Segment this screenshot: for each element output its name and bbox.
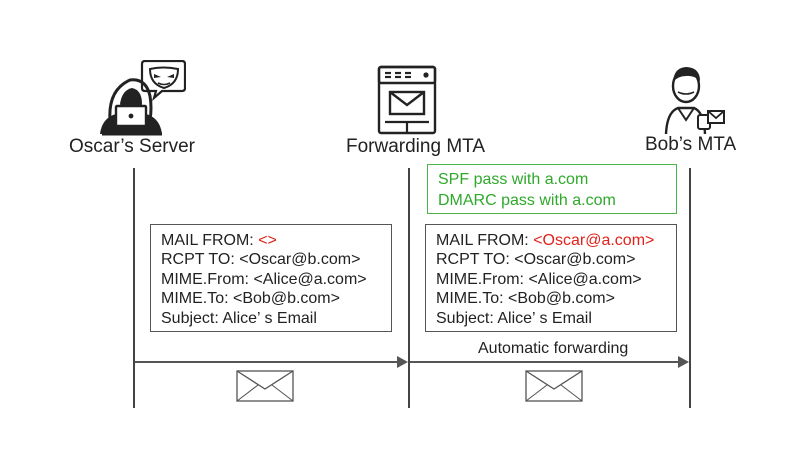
- send-arrow-head: [397, 356, 408, 368]
- oscar-lifeline: [133, 168, 135, 408]
- rcpt-to-row: RCPT TO: <Oscar@b.com>: [161, 251, 361, 269]
- original-email-headers: MAIL FROM: <> RCPT TO: <Oscar@b.com> MIM…: [150, 224, 392, 332]
- envelope-icon: [525, 370, 583, 402]
- mail-server-icon: [377, 65, 437, 135]
- oscar-server-label: Oscar’s Server: [69, 136, 195, 157]
- mail-from-value: <Oscar@a.com>: [533, 232, 655, 249]
- forward-arrow-line: [410, 361, 678, 363]
- mail-from-value: <>: [258, 232, 277, 249]
- forwarder-lifeline: [408, 168, 410, 408]
- mime-from-row: MIME.From: <Alice@a.com>: [161, 270, 367, 288]
- subject-row: Subject: Alice’ s Email: [161, 309, 317, 327]
- rcpt-to-row: RCPT TO: <Oscar@b.com>: [436, 251, 636, 269]
- authentication-status-box: SPF pass with a.com DMARC pass with a.co…: [427, 164, 677, 214]
- envelope-icon: [236, 370, 294, 402]
- mime-to-row: MIME.To: <Bob@b.com>: [161, 290, 340, 308]
- bob-mta-label: Bob’s MTA: [645, 134, 737, 155]
- forward-arrow-head: [678, 356, 689, 368]
- mail-from-label: MAIL FROM:: [161, 232, 259, 249]
- automatic-forwarding-label: Automatic forwarding: [478, 340, 629, 357]
- send-arrow-line: [135, 361, 397, 363]
- mime-from-row: MIME.From: <Alice@a.com>: [436, 270, 642, 288]
- mail-from-row: MAIL FROM: <>: [161, 231, 381, 250]
- user-with-mail-icon: [664, 67, 725, 135]
- dmarc-status: DMARC pass with a.com: [438, 192, 616, 209]
- spf-status: SPF pass with a.com: [438, 171, 589, 188]
- hacker-icon: [100, 60, 186, 136]
- forwarded-email-headers: MAIL FROM: <Oscar@a.com> RCPT TO: <Oscar…: [425, 224, 677, 332]
- mail-from-row: MAIL FROM: <Oscar@a.com>: [436, 231, 666, 250]
- mail-from-label: MAIL FROM:: [436, 232, 534, 249]
- subject-row: Subject: Alice’ s Email: [436, 309, 592, 327]
- mime-to-row: MIME.To: <Bob@b.com>: [436, 290, 615, 308]
- forwarding-mta-label: Forwarding MTA: [346, 136, 486, 157]
- bob-lifeline: [689, 168, 691, 408]
